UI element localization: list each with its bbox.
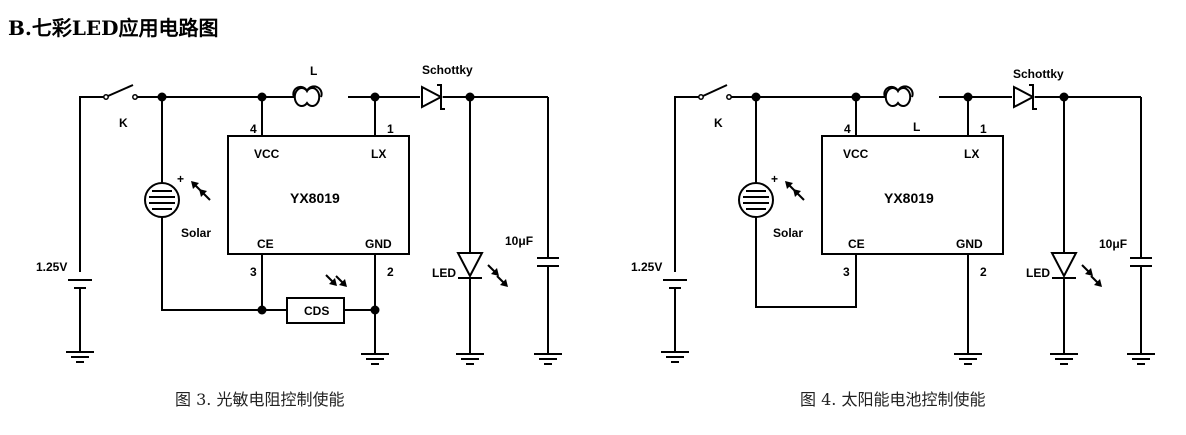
led-label: LED (432, 266, 456, 280)
cds-label: CDS (304, 304, 329, 318)
figure-3-circuit: L Schottky K 4 1 VCC LX YX8019 CE GND 3 … (36, 63, 563, 409)
pin-lx-label: LX (964, 147, 979, 161)
ic-name: YX8019 (290, 190, 340, 206)
battery-label: 1.25V (36, 260, 67, 274)
pin-4-number: 4 (844, 122, 851, 136)
schottky-diode (1013, 84, 1037, 110)
solar-cell (144, 182, 180, 218)
pin-1-number: 1 (387, 122, 394, 136)
pin-ce-label: CE (848, 237, 865, 251)
pin-lx-label: LX (371, 147, 386, 161)
switch-label: K (119, 116, 128, 130)
solar-label: Solar (773, 226, 803, 240)
led (456, 252, 484, 279)
figure-4-caption: 图 4. 太阳能电池控制使能 (800, 390, 985, 409)
pin-gnd-label: GND (956, 237, 983, 251)
pin-gnd-label: GND (365, 237, 392, 251)
ic-yx8019 (821, 135, 1004, 255)
solar-label: Solar (181, 226, 211, 240)
led-label: LED (1026, 266, 1050, 280)
pin-vcc-label: VCC (254, 147, 280, 161)
led (1050, 252, 1078, 279)
inductor-l (883, 85, 914, 107)
ic-name: YX8019 (884, 190, 934, 206)
solar-plus-label: + (177, 172, 184, 186)
figure-4-circuit: L Schottky K 4 1 VCC LX YX8019 CE GND 3 … (631, 67, 1156, 409)
diode-label: Schottky (1013, 67, 1064, 81)
pin-3-number: 3 (843, 265, 850, 279)
pin-1-number: 1 (980, 122, 987, 136)
inductor-l (292, 85, 323, 107)
diode-label: Schottky (422, 63, 473, 77)
ic-yx8019 (227, 135, 410, 255)
schottky-diode (421, 84, 445, 110)
figure-3-caption: 图 3. 光敏电阻控制使能 (175, 390, 344, 409)
inductor-label: L (913, 120, 920, 134)
capacitor-label: 10μF (505, 234, 533, 248)
pin-vcc-label: VCC (843, 147, 869, 161)
switch-k (698, 84, 732, 100)
pin-2-number: 2 (387, 265, 394, 279)
solar-plus-label: + (771, 172, 778, 186)
pin-3-number: 3 (250, 265, 257, 279)
switch-label: K (714, 116, 723, 130)
pin-2-number: 2 (980, 265, 987, 279)
inductor-label: L (310, 64, 317, 78)
pin-4-number: 4 (250, 122, 257, 136)
battery-label: 1.25V (631, 260, 662, 274)
capacitor-label: 10μF (1099, 237, 1127, 251)
switch-k (103, 84, 138, 100)
solar-cell (738, 182, 774, 218)
page-title: B.七彩LED应用电路图 (8, 16, 219, 40)
pin-ce-label: CE (257, 237, 274, 251)
